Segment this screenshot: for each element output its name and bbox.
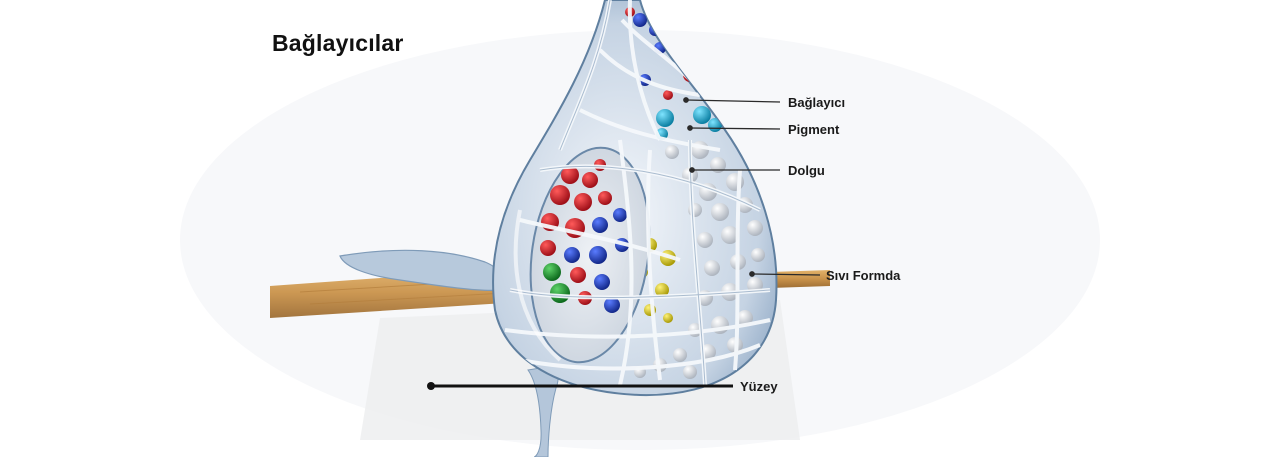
label-filler: Dolgu	[788, 163, 825, 178]
pigment-mix-inner	[540, 159, 629, 313]
label-binder: Bağlayıcı	[788, 95, 846, 110]
callout-lines	[683, 97, 821, 277]
label-surface: Yüzey	[740, 379, 778, 394]
binder-drop	[492, 0, 778, 397]
surface-line	[427, 382, 733, 390]
label-liquid-form: Sıvı Formda	[826, 268, 901, 283]
label-pigment: Pigment	[788, 122, 840, 137]
diagram-title: Bağlayıcılar	[272, 30, 404, 56]
